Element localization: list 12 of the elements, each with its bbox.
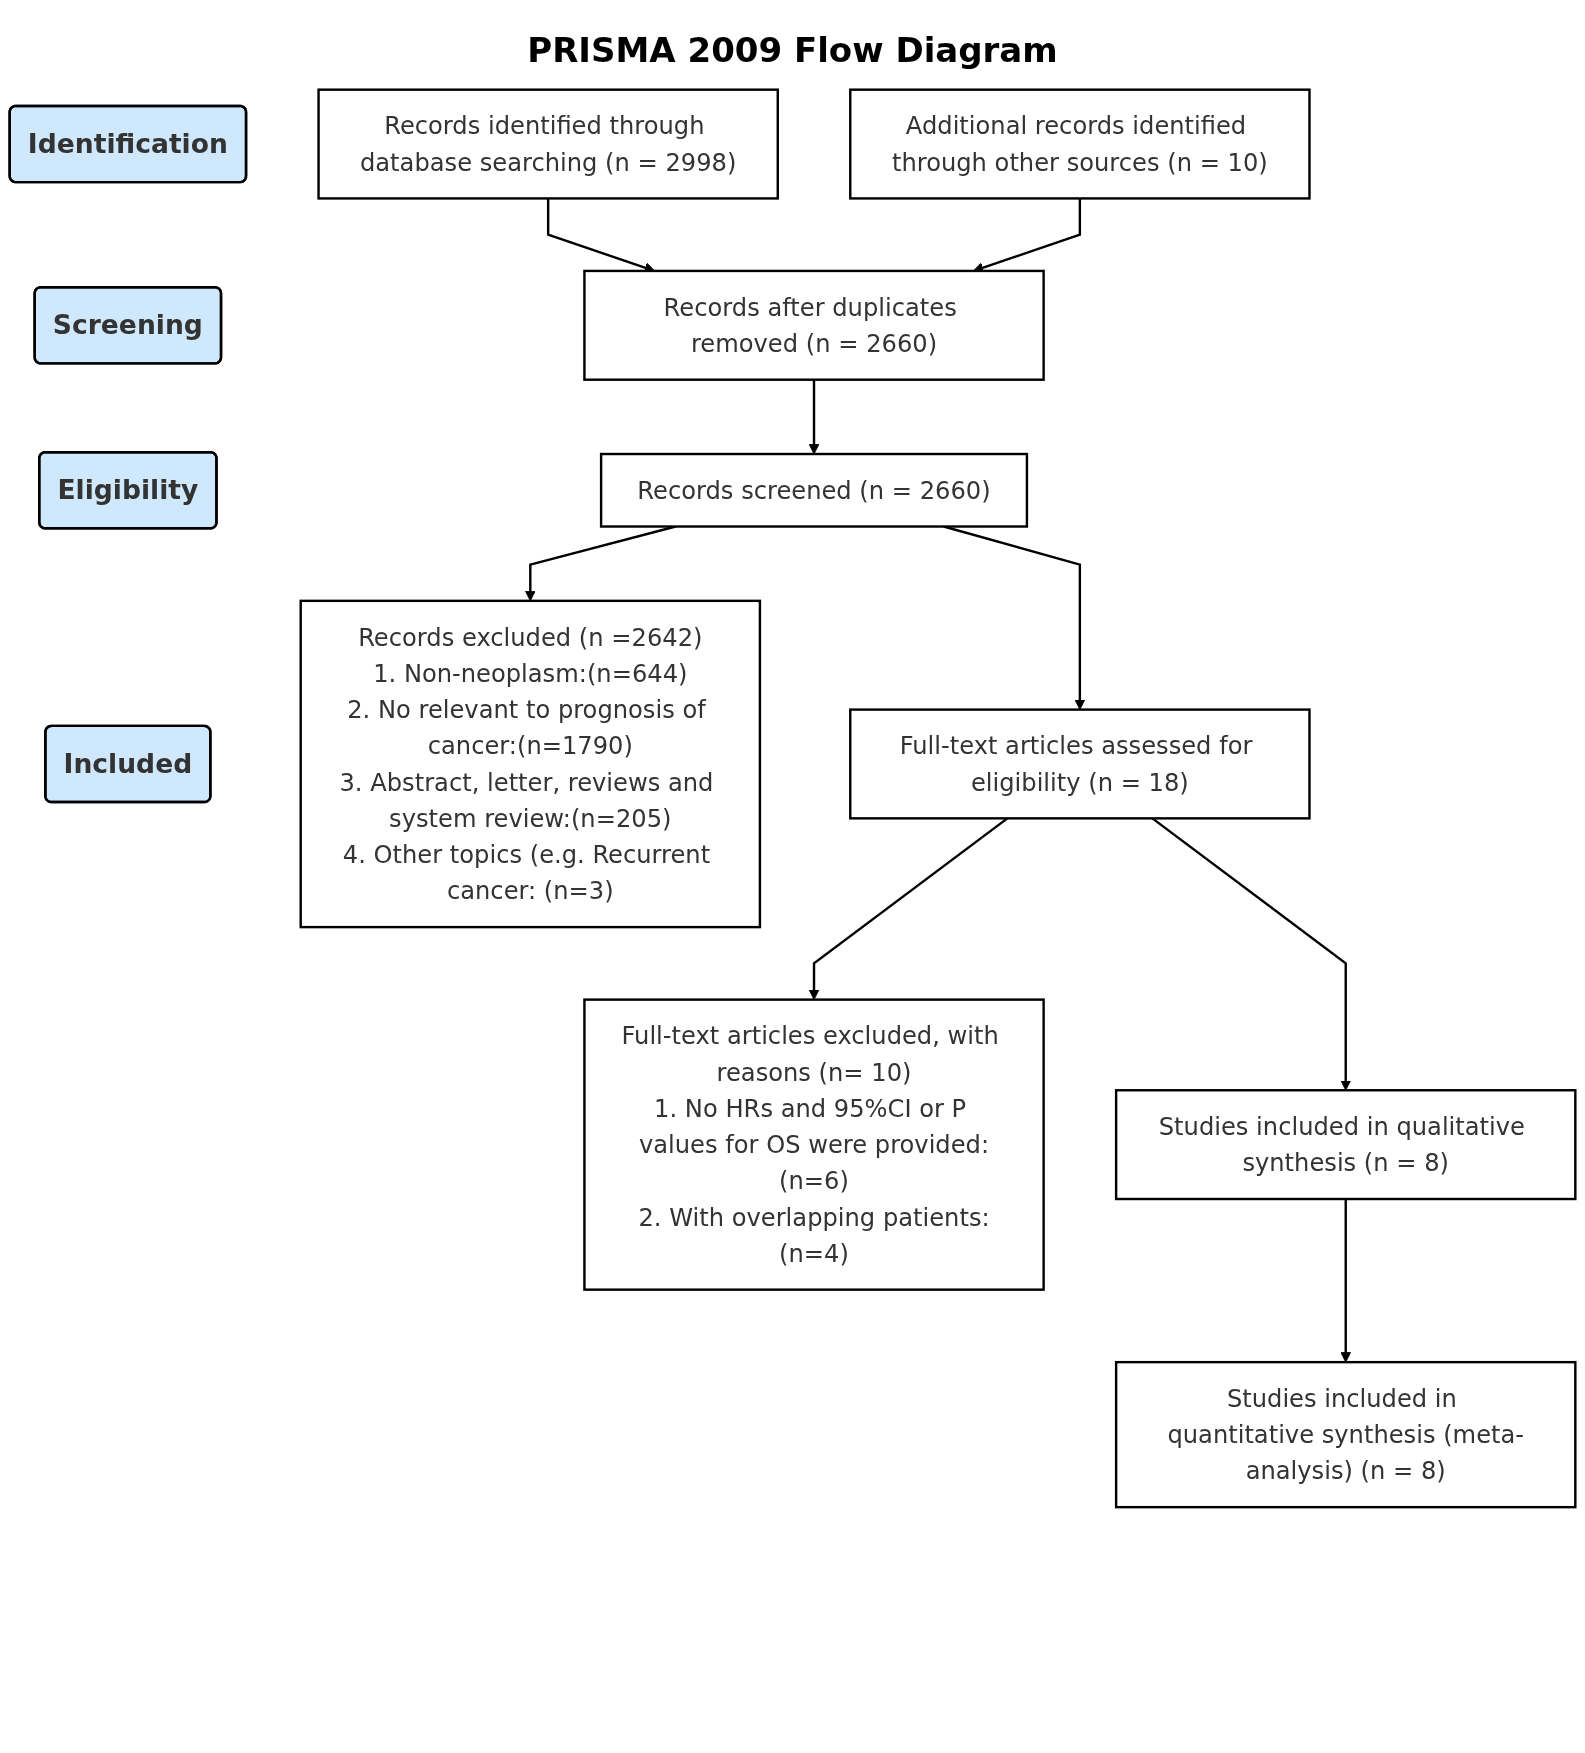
node-box: Additional records identified through other sources (n = 10) bbox=[849, 88, 1311, 200]
node-box: Records identified through database searching (n = 2998) bbox=[317, 88, 779, 200]
node-box: Full-text articles assessed for eligibility (n = 18) bbox=[849, 708, 1311, 820]
node-box: Studies included in quantitative synthesis (meta-analysis) (n = 8) bbox=[1114, 1360, 1577, 1509]
arrow bbox=[1340, 1199, 1352, 1363]
node-box: Records excluded (n =2642) 1. Non-neoplasm:(n=644) 2. No relevant to prognosis of cancer:(n=1790) 3. Abstract, letter, reviews and system review:(n=205) 4. Other topics (e.g. Recurrent cancer: (n=3) bbox=[299, 599, 762, 929]
node-box: Records after duplicates removed (n = 2660) bbox=[583, 269, 1045, 381]
node-box: Studies included in qualitative synthesis (n = 8) bbox=[1114, 1089, 1577, 1201]
arrow bbox=[808, 379, 820, 455]
diagram-title: PRISMA 2009 Flow Diagram bbox=[527, 30, 1058, 70]
node-box: Full-text articles excluded, with reasons (n= 10) 1. No HRs and 95%CI or P values for OS were provided:(n=6) 2. With overlapping patients:(n=4) bbox=[583, 998, 1045, 1291]
node-box: Records screened (n = 2660) bbox=[599, 452, 1029, 528]
